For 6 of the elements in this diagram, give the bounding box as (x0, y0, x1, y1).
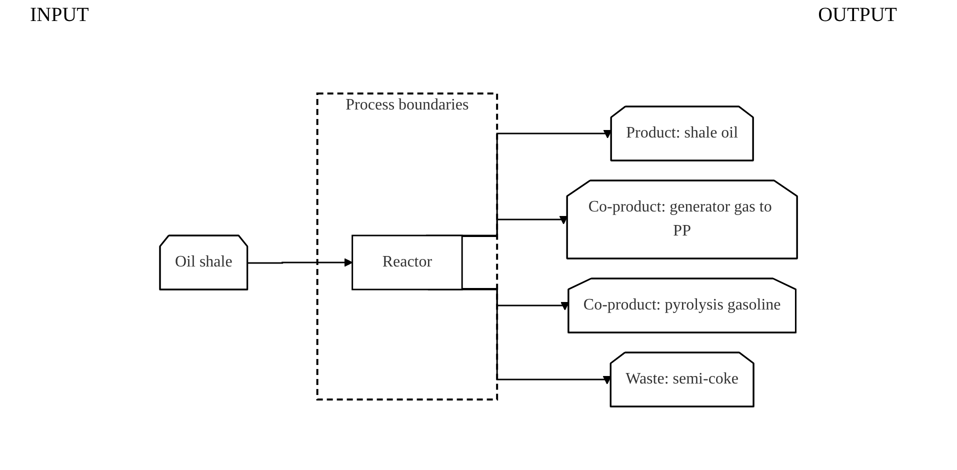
arrow (462, 288, 570, 310)
section-heading: OUTPUT (818, 4, 897, 28)
arrow (248, 258, 353, 267)
section-heading: INPUT (30, 4, 89, 28)
arrow (462, 216, 568, 237)
node-box: Reactor (352, 234, 463, 290)
